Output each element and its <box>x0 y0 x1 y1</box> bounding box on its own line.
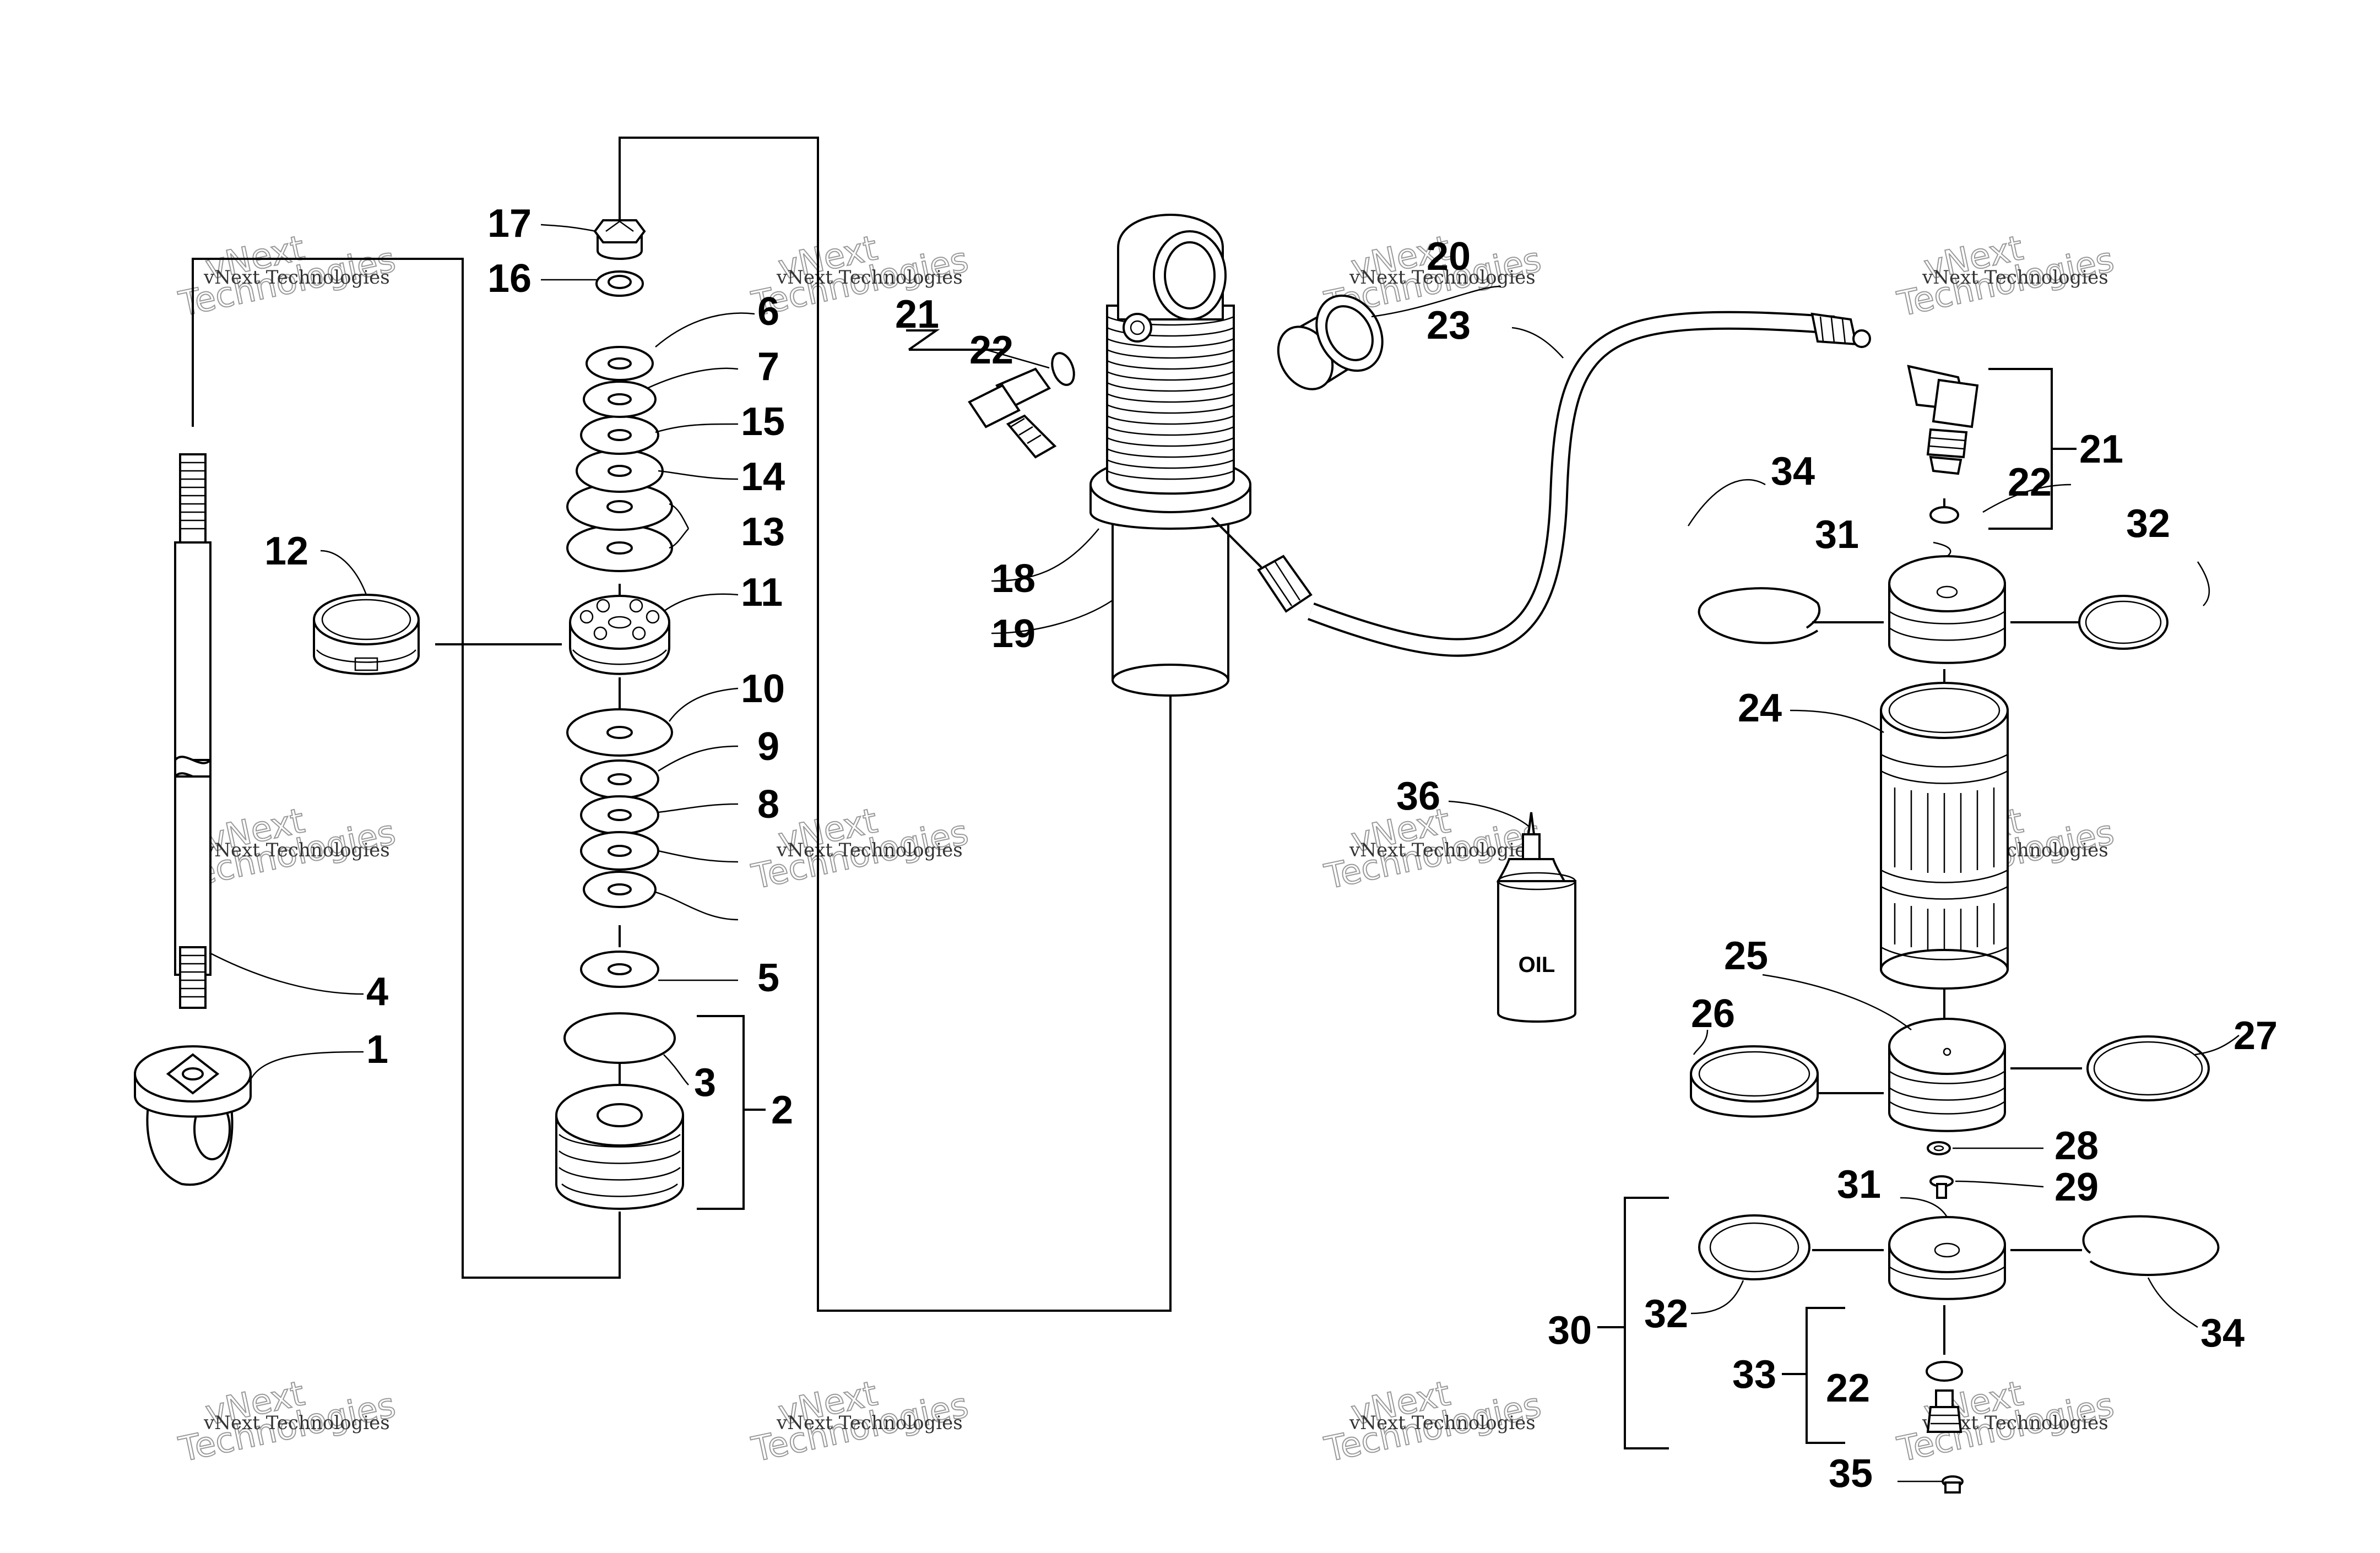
watermark-caption: vNext Technologies <box>776 1412 963 1434</box>
part-shaft <box>174 453 212 1009</box>
part-snap-ring-lower <box>2082 1215 2220 1277</box>
callout-34-lower: 34 <box>2200 1311 2245 1355</box>
callout-31-upper: 31 <box>1815 513 1859 557</box>
callout-18: 18 <box>991 557 1036 601</box>
leader-lines <box>209 224 2240 1483</box>
part-end-cap-lower <box>1888 1216 2006 1300</box>
callout-28: 28 <box>2054 1124 2099 1168</box>
watermark-caption: vNext Technologies <box>1349 267 1536 289</box>
part-piston-band <box>1690 1045 1819 1118</box>
callout-21-left: 21 <box>895 292 939 336</box>
callout-numbers: 1 2 3 4 5 6 7 8 9 10 11 12 13 14 15 16 1… <box>264 202 2278 1496</box>
part-shim-stack-upper <box>566 346 673 572</box>
part-piston <box>569 595 670 675</box>
callout-10: 10 <box>741 667 785 711</box>
callout-26: 26 <box>1691 992 1735 1036</box>
part-valve-o-ring <box>1926 1361 1963 1382</box>
part-wiper-upper <box>2078 595 2168 650</box>
callout-32-upper: 32 <box>2126 502 2170 546</box>
callout-22-left: 22 <box>969 328 1013 372</box>
callout-13: 13 <box>741 510 785 554</box>
watermark-caption: vNext Technologies <box>203 839 390 861</box>
watermark-caption: vNext Technologies <box>776 839 963 861</box>
part-o-ring <box>563 1012 676 1064</box>
part-end-cap-upper <box>1888 555 2006 664</box>
callout-17: 17 <box>487 202 532 246</box>
part-reservoir-body <box>1880 682 2009 990</box>
part-oil-bottle: OIL <box>1496 812 1576 1023</box>
callout-34-upper: 34 <box>1771 449 1815 493</box>
callout-4: 4 <box>366 970 388 1014</box>
part-wiper-lower <box>1698 1214 1810 1280</box>
part-nut <box>593 219 646 260</box>
callout-30: 30 <box>1548 1308 1592 1353</box>
watermark-caption: vNext Technologies <box>203 1412 390 1434</box>
part-shock-body <box>1089 214 1251 697</box>
part-bushing <box>1277 294 1384 390</box>
callout-14: 14 <box>741 455 785 499</box>
part-seal-head <box>555 1084 684 1210</box>
callout-22-right: 22 <box>2008 460 2052 504</box>
oil-bottle-label: OIL <box>1519 953 1555 977</box>
watermark-caption: vNext Technologies <box>776 267 963 289</box>
part-piston-o-ring <box>2086 1035 2210 1101</box>
callout-7: 7 <box>757 345 779 389</box>
assembly-bracket-lines <box>192 137 2082 1449</box>
callout-36: 36 <box>1396 774 1440 818</box>
callout-6: 6 <box>757 290 779 334</box>
callout-23: 23 <box>1427 303 1471 347</box>
part-shaft-eye <box>134 1045 252 1186</box>
callout-35: 35 <box>1829 1452 1873 1496</box>
callout-2: 2 <box>771 1088 793 1132</box>
part-small-o-ring <box>1927 1141 1951 1155</box>
callout-1: 1 <box>366 1028 388 1072</box>
part-hose <box>1211 311 1871 657</box>
part-floating-piston <box>1888 1018 2006 1132</box>
part-shim-stack-lower <box>566 708 673 908</box>
callout-20: 20 <box>1427 235 1471 279</box>
callout-22-lower: 22 <box>1826 1366 1870 1410</box>
part-schrader-valve <box>1926 1389 1962 1433</box>
callout-25: 25 <box>1724 934 1768 978</box>
callout-8: 8 <box>757 783 779 827</box>
callout-24: 24 <box>1738 686 1782 730</box>
callout-9: 9 <box>757 725 779 769</box>
callout-33: 33 <box>1732 1353 1776 1397</box>
part-small-washer <box>595 270 644 297</box>
callout-31-lower: 31 <box>1837 1163 1881 1207</box>
callout-29: 29 <box>2054 1165 2099 1209</box>
callout-27: 27 <box>2233 1014 2278 1058</box>
callout-15: 15 <box>741 400 785 444</box>
part-elbow-fitting-right <box>1907 365 1979 524</box>
callout-32-lower: 32 <box>1644 1292 1688 1336</box>
part-valve-cap <box>1942 1475 1964 1494</box>
part-washer <box>580 951 659 988</box>
part-valve-core <box>1929 1175 1954 1199</box>
watermark-caption: vNext Technologies <box>203 267 390 289</box>
callout-12: 12 <box>264 529 308 573</box>
callout-16: 16 <box>487 257 532 301</box>
callout-11: 11 <box>741 571 783 615</box>
part-band <box>313 594 420 675</box>
part-elbow-fitting-left <box>968 352 1075 459</box>
callout-3: 3 <box>694 1061 716 1105</box>
watermark-caption: vNext Technologies <box>1349 1412 1536 1434</box>
callout-21-right: 21 <box>2079 427 2123 471</box>
watermark-caption: vNext Technologies <box>1922 267 2108 289</box>
part-snap-ring-upper <box>1698 587 1821 644</box>
callout-19: 19 <box>991 612 1036 656</box>
callout-5: 5 <box>757 956 779 1000</box>
watermark-caption: vNext Technologies <box>1349 839 1536 861</box>
